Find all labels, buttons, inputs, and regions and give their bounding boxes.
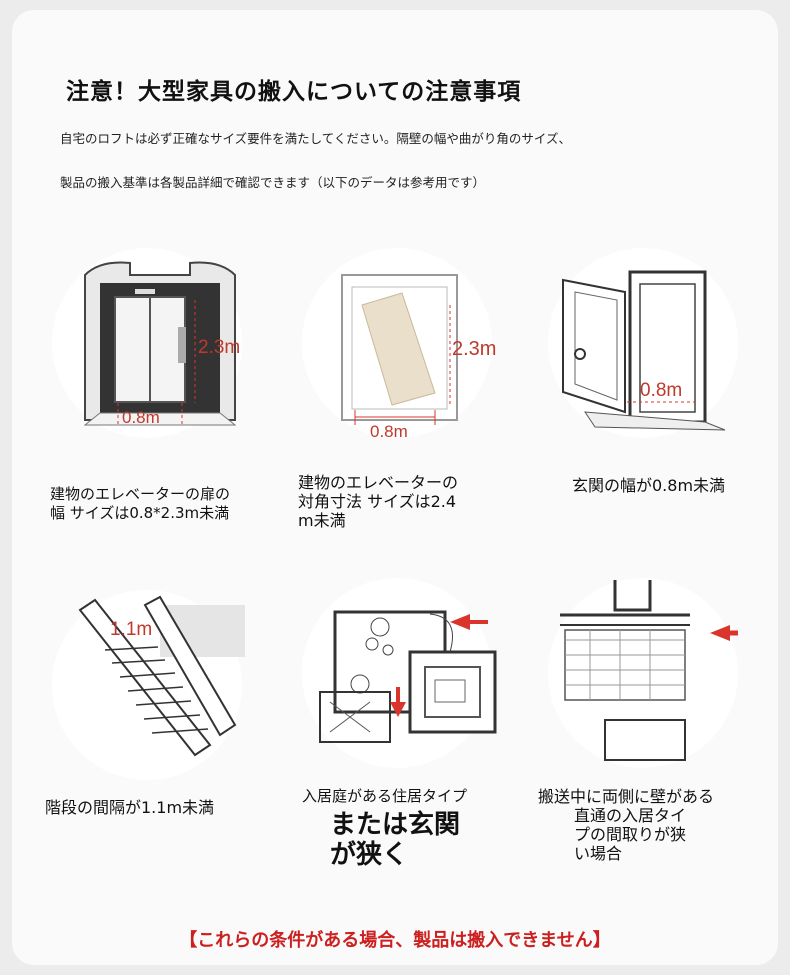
label-width: 0.8m bbox=[122, 408, 160, 427]
label-height: 2.3m bbox=[198, 337, 240, 358]
label-height: 2.3m bbox=[452, 338, 496, 360]
label-width: 0.8m bbox=[370, 422, 408, 440]
courtyard-floorplan-icon bbox=[319, 610, 497, 743]
entrance-door-icon: 0.8m bbox=[562, 270, 726, 431]
elevator-door-icon: 2.3m 0.8m bbox=[83, 261, 240, 427]
intro-line-1: 自宅のロフトは必ず正確なサイズ要件を満たしてください。隔壁の幅や曲がり角のサイズ… bbox=[60, 131, 572, 146]
caption-5: 入居庭がある住居タイプ または玄関 が狭く bbox=[302, 787, 468, 870]
caption-6: 搬送中に両側に壁がある 直通の入居タイ プの間取りが狭 い場合 bbox=[538, 787, 715, 863]
label-width: 1.1m bbox=[110, 619, 152, 640]
caption-2: 建物のエレベーターの 対角寸法 サイズは2.4 m未満 bbox=[298, 473, 459, 530]
elevator-diagonal-icon: 2.3m 0.8m bbox=[341, 274, 496, 440]
staircase-icon: 1.1m bbox=[78, 595, 245, 757]
corridor-floorplan-icon bbox=[560, 580, 738, 761]
intro-line-2: 製品の搬入基準は各製品詳細で確認できます（以下のデータは参考用です） bbox=[60, 175, 486, 190]
warning-banner: 【これらの条件がある場合、製品は搬入できません】 bbox=[179, 930, 611, 951]
label-width: 0.8m bbox=[640, 380, 682, 401]
page-title: 注意！大型家具の搬入についての注意事項 bbox=[66, 79, 522, 105]
caption-3: 玄関の幅が0.8m未満 bbox=[572, 476, 726, 495]
notice-card bbox=[12, 10, 778, 965]
caption-4: 階段の間隔が1.1m未満 bbox=[45, 798, 215, 817]
caption-1: 建物のエレベーターの扉の 幅 サイズは0.8*2.3m未満 bbox=[50, 485, 231, 522]
